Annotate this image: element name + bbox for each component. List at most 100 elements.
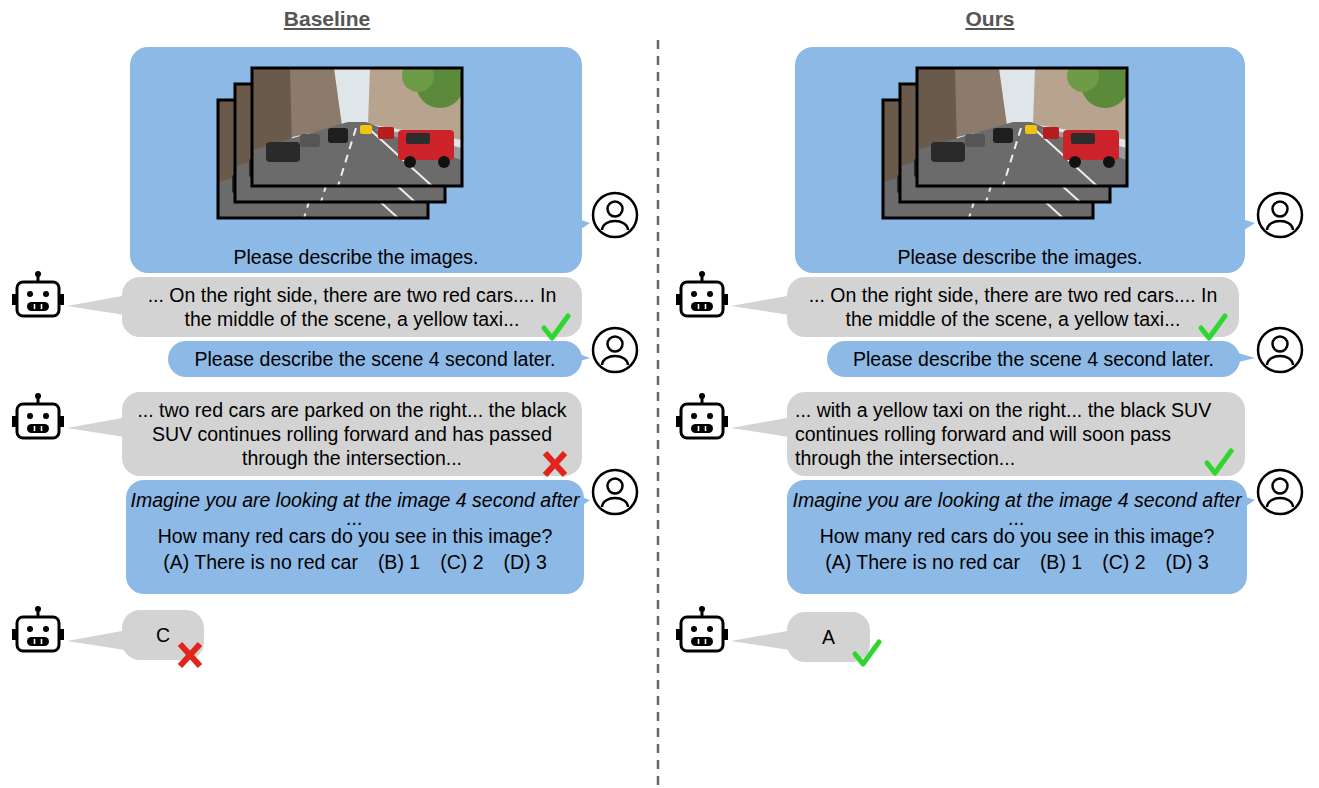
message-text: How many red cars do you see in this ima… [820, 524, 1215, 548]
frame-border [252, 68, 462, 186]
text-row: (A) There is no red car(B) 1(C) 2(D) 3 [130, 550, 580, 574]
tree [402, 60, 434, 92]
user-icon [593, 193, 637, 237]
text-row: ... [130, 512, 580, 524]
text-row: Please describe the images. [140, 245, 572, 269]
road [917, 122, 1127, 186]
text-row: ... with a yellow taxi on the right... t… [795, 398, 1237, 470]
speech-tail [1218, 347, 1255, 367]
text-row: Please describe the images. [805, 245, 1235, 269]
text-row: ... On the right side, there are two red… [795, 283, 1231, 331]
assistant-message-bubble: ... with a yellow taxi on the right... t… [787, 392, 1245, 476]
user-message-bubble: Imagine you are looking at the image 4 s… [787, 480, 1247, 594]
cross-mark [180, 644, 200, 666]
suv [993, 128, 1013, 143]
speech-tail [731, 292, 809, 318]
red-car [378, 127, 394, 139]
assistant-message-bubble: ... On the right side, there are two red… [122, 277, 582, 337]
robot-icon [12, 271, 64, 316]
robot-icon [676, 271, 728, 316]
truck-window [1071, 133, 1095, 144]
user-message-bubble: Please describe the scene 4 second later… [827, 341, 1240, 377]
bubble-decoration [795, 47, 1245, 273]
user-icon [593, 328, 637, 372]
text-row: Please describe the scene 4 second later… [837, 347, 1230, 371]
message-text: How many red cars do you see in this ima… [158, 524, 553, 548]
message-text: (B) 1 [378, 550, 420, 574]
frame-border [917, 68, 1127, 186]
suv [328, 128, 348, 143]
text-row: How many red cars do you see in this ima… [791, 524, 1243, 548]
user-icon [593, 470, 637, 514]
video-frame [252, 60, 464, 186]
text-row: (A) There is no red car(B) 1(C) 2(D) 3 [791, 550, 1243, 574]
speech-tail [560, 347, 590, 367]
car [931, 142, 965, 162]
speech-tail [731, 627, 809, 653]
sidewalk [1041, 128, 1127, 160]
column-heading: Baseline [284, 7, 370, 31]
assistant-message-bubble: C [122, 610, 204, 660]
message-text: ... [1009, 512, 1025, 524]
sidewalk [376, 128, 462, 160]
text-row: Imagine you are looking at the image 4 s… [791, 488, 1243, 512]
wheel [1069, 156, 1081, 168]
check-mark [855, 642, 879, 664]
wheel [1103, 156, 1115, 168]
cross-mark [545, 453, 565, 475]
car [266, 142, 300, 162]
message-text: ... two red cars are parked on the right… [132, 398, 572, 470]
taxi [1025, 125, 1037, 134]
truck-window [406, 133, 430, 144]
car [965, 134, 985, 147]
message-text: (D) 3 [503, 550, 546, 574]
user-icon [1258, 193, 1302, 237]
message-text: ... with a yellow taxi on the right... t… [795, 398, 1237, 470]
text-row: ... two red cars are parked on the right… [132, 398, 572, 470]
message-text: Please describe the scene 4 second later… [853, 347, 1214, 371]
text-row: ... [791, 512, 1243, 524]
message-text: ... [347, 512, 363, 524]
text-row: How many red cars do you see in this ima… [130, 524, 580, 548]
message-text: Please describe the images. [234, 245, 479, 269]
assistant-message-bubble: ... On the right side, there are two red… [787, 277, 1239, 337]
robot-icon [12, 606, 64, 651]
user-message-bubble: Please describe the scene 4 second later… [168, 341, 582, 377]
speech-tail [1223, 213, 1255, 243]
red-car [1043, 127, 1059, 139]
speech-tail [67, 292, 144, 318]
assistant-message-bubble: A [787, 612, 870, 662]
red-truck [1063, 130, 1119, 160]
user-message-bubble: Imagine you are looking at the image 4 s… [126, 480, 584, 594]
message-text: Imagine you are looking at the image 4 s… [793, 488, 1242, 512]
message-text: (B) 1 [1040, 550, 1082, 574]
message-text: ... On the right side, there are two red… [132, 283, 572, 331]
text-row: ... On the right side, there are two red… [132, 283, 572, 331]
tree [1067, 60, 1099, 92]
check-mark [1201, 316, 1225, 338]
video-frame [917, 60, 1129, 186]
user-message-bubble: Please describe the images. [130, 47, 582, 273]
assistant-message-bubble: ... two red cars are parked on the right… [122, 392, 582, 476]
speech-tail [560, 213, 590, 243]
bubble-decoration [130, 47, 582, 273]
answer-letter: C [156, 623, 170, 647]
text-row: Imagine you are looking at the image 4 s… [130, 488, 580, 512]
message-text: (A) There is no red car [163, 550, 358, 574]
red-truck [398, 130, 454, 160]
speech-tail [67, 627, 144, 653]
user-message-bubble: Please describe the images. [795, 47, 1245, 273]
robot-icon [676, 606, 728, 651]
robot-icon [12, 393, 64, 438]
user-icon [1258, 328, 1302, 372]
message-text: (A) There is no red car [825, 550, 1020, 574]
message-text: Please describe the images. [898, 245, 1143, 269]
wheel [404, 156, 416, 168]
text-row: Please describe the scene 4 second later… [178, 347, 572, 371]
taxi [360, 125, 372, 134]
text-row: A [787, 625, 870, 649]
answer-letter: A [822, 625, 835, 649]
column-divider [657, 40, 660, 788]
check-mark [544, 316, 568, 338]
